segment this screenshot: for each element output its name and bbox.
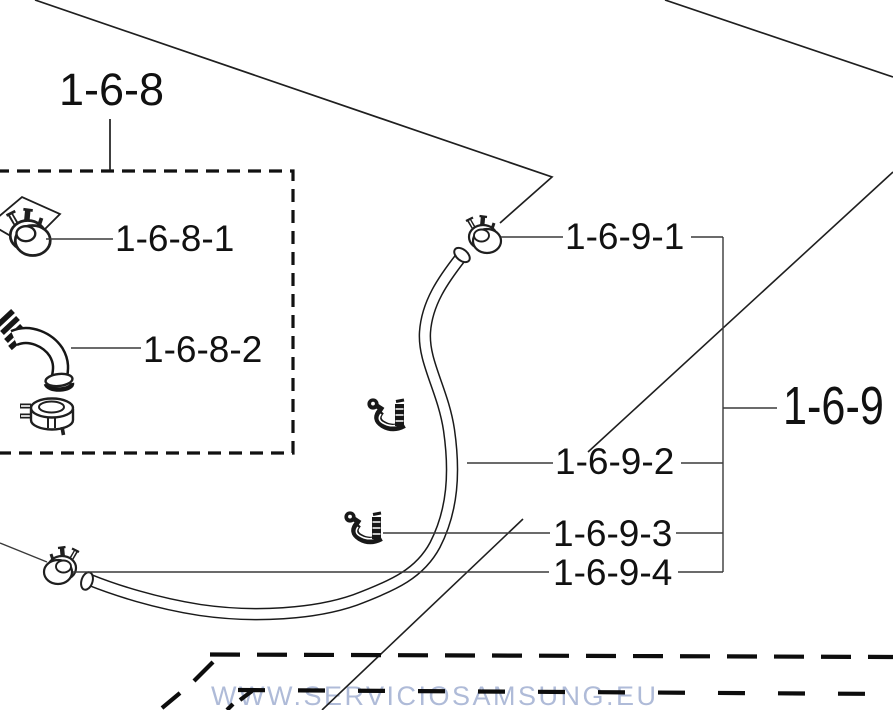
leader-lines	[73, 236, 777, 573]
hose-clamp-169-4-icon	[44, 547, 79, 584]
part-label-1694: 1-6-9-4	[553, 552, 673, 593]
group-label-169: 1-6-9	[783, 376, 884, 436]
phantom-dashed-lines	[160, 652, 893, 710]
part-label-1691: 1-6-9-1	[565, 216, 685, 257]
hose-holder-upper-icon	[367, 398, 404, 427]
panel-outline-lines	[34, 0, 893, 710]
group-label-168: 1-6-8	[59, 64, 165, 115]
edge-line-to-clamp	[0, 542, 48, 563]
hose-holder-169-3-icon	[344, 511, 381, 540]
drain-elbow-hose-icon	[0, 308, 75, 392]
detail-box-dashed-border	[0, 169, 295, 455]
part-label-1681: 1-6-8-1	[115, 218, 235, 259]
hose-clamp-169-1-icon	[466, 216, 501, 253]
long-drain-hose-icon	[80, 246, 471, 621]
screw-ring-clamp-icon	[20, 397, 75, 436]
part-label-1692: 1-6-9-2	[555, 441, 675, 482]
watermark-text: WWW.SERVICIOSAMSUNG.EU	[211, 681, 659, 710]
part-label-1682: 1-6-8-2	[143, 329, 263, 370]
part-label-1693: 1-6-9-3	[553, 513, 673, 554]
